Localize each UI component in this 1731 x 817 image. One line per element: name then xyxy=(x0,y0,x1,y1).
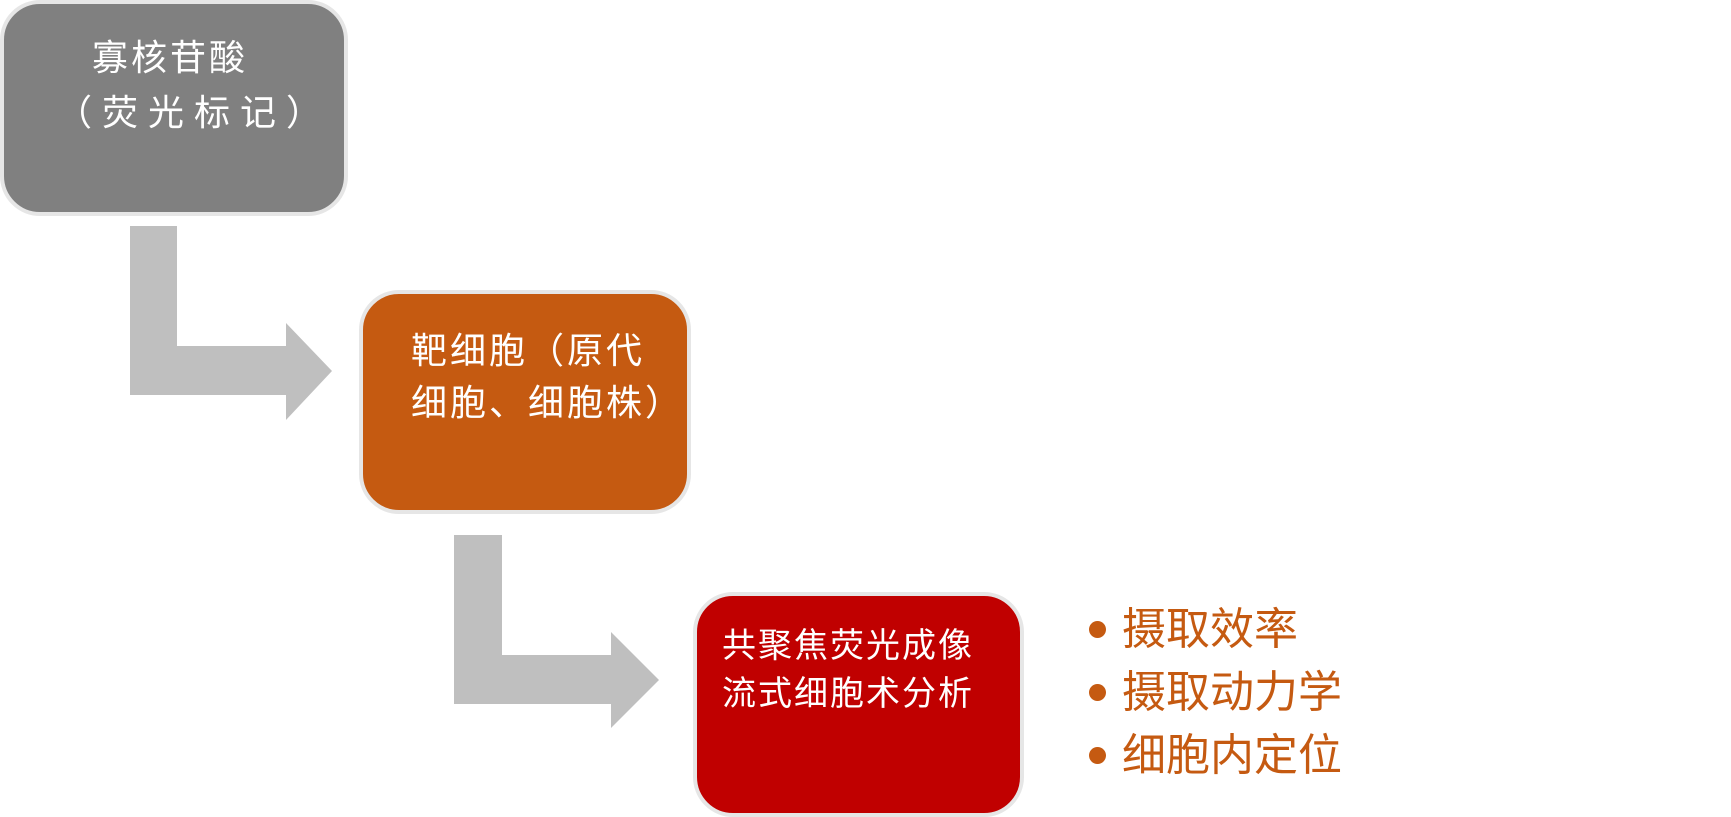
flow-arrow-2-shape xyxy=(454,535,659,728)
node-analysis-methods-line-2: 流式细胞术分析 xyxy=(722,674,974,714)
node-analysis-methods: 共聚焦荧光成像 流式细胞术分析 xyxy=(693,592,1024,817)
bullet-dot-icon xyxy=(1089,684,1106,701)
node-analysis-methods-line-1: 共聚焦荧光成像 xyxy=(722,626,974,666)
node-target-cells-line-1: 靶细胞（原代 xyxy=(411,331,646,372)
node-oligonucleotide-line-1: 寡核苷酸 xyxy=(92,38,249,79)
outcome-text: 摄取动力学 xyxy=(1122,667,1342,718)
outcome-item: 摄取动力学 xyxy=(1085,661,1342,724)
flow-arrow-2 xyxy=(454,535,659,728)
outcome-item: 细胞内定位 xyxy=(1085,724,1342,787)
node-oligonucleotide-line-2: （荧光标记） xyxy=(56,93,333,134)
node-oligonucleotide: 寡核苷酸 （荧光标记） xyxy=(0,0,348,216)
outcome-text: 细胞内定位 xyxy=(1122,730,1342,781)
outcome-text: 摄取效率 xyxy=(1122,604,1298,655)
flow-arrow-1-shape xyxy=(130,226,332,420)
node-target-cells: 靶细胞（原代 细胞、细胞株） xyxy=(359,290,691,514)
flow-arrow-1 xyxy=(130,226,332,420)
bullet-dot-icon xyxy=(1089,747,1106,764)
bullet-dot-icon xyxy=(1089,621,1106,638)
outcomes-list: 摄取效率 摄取动力学 细胞内定位 xyxy=(1085,598,1342,787)
outcome-item: 摄取效率 xyxy=(1085,598,1342,661)
node-target-cells-line-2: 细胞、细胞株） xyxy=(411,383,685,424)
